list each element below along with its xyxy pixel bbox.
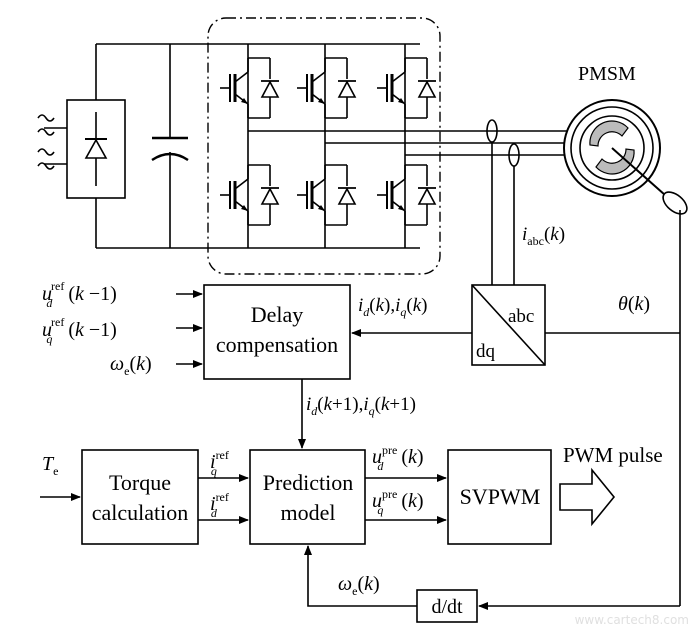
delay-compensation-block: Delay compensation <box>203 284 351 380</box>
svg-text:SVPWM: SVPWM <box>460 484 541 509</box>
inverter-boundary <box>207 17 441 275</box>
ac-source-icon <box>37 114 55 170</box>
igbt-lower-c <box>375 163 438 227</box>
id-iq-next-label: id(k+1),iq(k+1) <box>306 394 416 418</box>
igbt-lower-a <box>218 163 281 227</box>
svg-text:model: model <box>281 500 336 525</box>
te-label: Te <box>42 453 58 478</box>
svg-text:d/dt: d/dt <box>431 596 463 618</box>
id-iq-label: id(k),iq(k) <box>358 295 428 319</box>
svg-text:dq: dq <box>476 341 496 362</box>
igbt-lower-b <box>295 163 358 227</box>
power-stage <box>95 43 590 249</box>
svg-text:abc: abc <box>508 306 534 327</box>
svg-text:Delay: Delay <box>251 302 304 327</box>
pmsm-motor-icon <box>563 99 688 215</box>
theta-label: θ(k) <box>618 293 650 315</box>
svg-text:calculation: calculation <box>92 500 189 525</box>
pwm-output-arrow-icon <box>559 467 616 527</box>
svpwm-block: SVPWM <box>447 449 552 545</box>
igbt-upper-c <box>375 56 438 120</box>
omega-e-label: ωe(k) <box>110 353 152 378</box>
omega-e-bottom-label: ωe(k) <box>338 573 380 598</box>
ddt-block: d/dt <box>416 589 478 623</box>
svg-text:Torque: Torque <box>109 470 171 495</box>
torque-calculation-block: Torque calculation <box>81 449 199 545</box>
abc-dq-transform-block: abc dq <box>471 284 546 366</box>
prediction-model-block: Prediction model <box>249 449 366 545</box>
pwm-pulse-label: PWM pulse <box>563 443 663 467</box>
svg-text:compensation: compensation <box>216 332 338 357</box>
igbt-upper-a <box>218 56 281 120</box>
watermark: www.cartech8.com <box>574 613 689 627</box>
igbt-upper-b <box>295 56 358 120</box>
rectifier-block <box>44 99 126 199</box>
svg-text:Prediction: Prediction <box>263 470 353 495</box>
iabc-label: iabc(k) <box>522 224 565 248</box>
pmsm-label: PMSM <box>578 63 636 85</box>
